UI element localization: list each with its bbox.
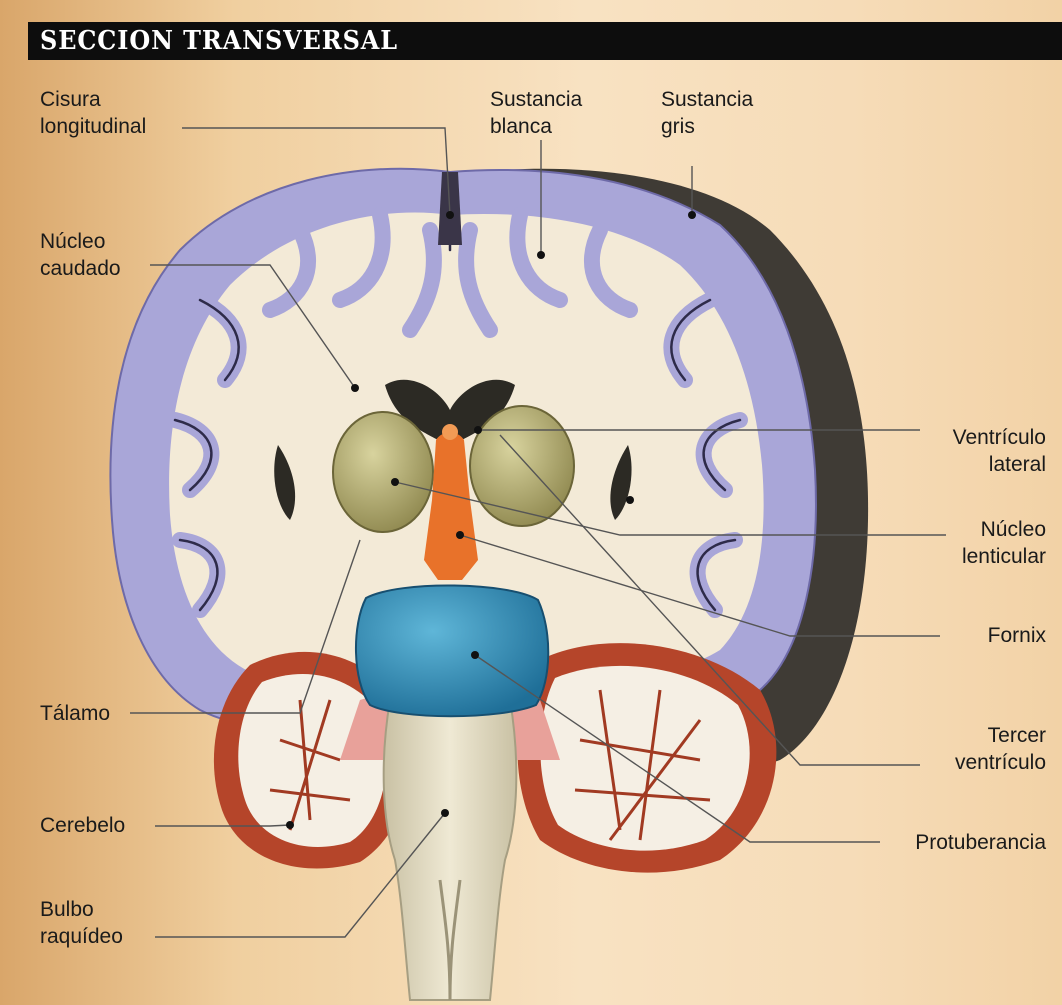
brainstem [384, 700, 517, 1000]
label-sustancia-blanca: Sustancia blanca [490, 86, 582, 140]
label-protuberancia: Protuberancia [915, 829, 1046, 856]
label-cerebelo: Cerebelo [40, 812, 125, 839]
label-sustancia-gris: Sustancia gris [661, 86, 753, 140]
label-nucleo-caudado: Núcleo caudado [40, 228, 121, 282]
label-cisura-longitudinal: Cisura longitudinal [40, 86, 146, 140]
cerebellum-right-inner [540, 666, 749, 851]
lenticular-nucleus-right [470, 406, 574, 526]
label-tercer-ventriculo: Tercer ventrículo [955, 722, 1046, 776]
label-fornix: Fornix [988, 622, 1046, 649]
label-bulbo-raquideo: Bulbo raquídeo [40, 896, 123, 950]
label-nucleo-lenticular: Núcleo lenticular [962, 516, 1046, 570]
label-ventriculo-lateral: Ventrículo lateral [953, 424, 1046, 478]
label-talamo: Tálamo [40, 700, 110, 727]
thalamus [356, 585, 548, 716]
lenticular-nucleus-left [333, 412, 433, 532]
